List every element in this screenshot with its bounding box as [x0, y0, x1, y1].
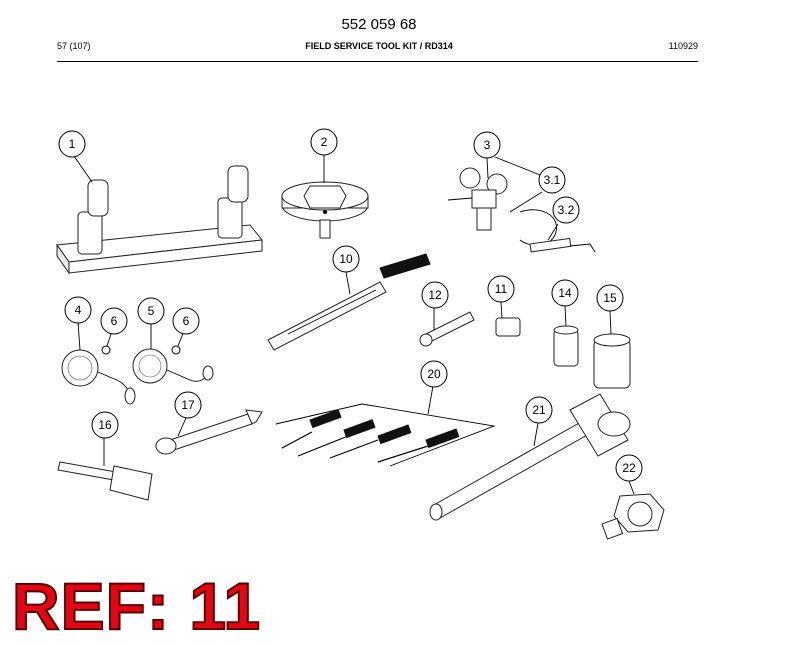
callout-20: 20 — [420, 360, 448, 388]
callout-5: 5 — [137, 297, 165, 325]
callout-14: 14 — [551, 279, 579, 307]
svg-text:21: 21 — [532, 403, 546, 417]
svg-text:1: 1 — [69, 137, 76, 151]
part-3-regulator — [447, 167, 596, 253]
callout-3-1: 3.1 — [538, 166, 566, 194]
part-2-hub — [281, 181, 369, 239]
part-1-fixture — [56, 165, 263, 275]
svg-text:2: 2 — [321, 135, 328, 149]
callout-2: 2 — [310, 128, 338, 156]
svg-text:12: 12 — [428, 288, 442, 302]
leader-3-1 — [509, 191, 543, 213]
part-11-adapter — [495, 317, 521, 337]
part-16-socket-extension — [57, 461, 153, 501]
callout-17: 17 — [174, 391, 202, 419]
svg-text:3.2: 3.2 — [558, 203, 575, 217]
callout-21: 21 — [525, 396, 553, 424]
leader-3-2 — [547, 223, 559, 241]
part-21-hammer — [429, 393, 631, 521]
part-6-o-ring-a — [101, 345, 111, 355]
part-10-tool — [267, 253, 431, 351]
date-code: 110929 — [668, 41, 698, 51]
callout-6-b: 6 — [172, 307, 200, 335]
part-17-wrench — [155, 409, 263, 455]
ref-stamp: REF: 11 — [11, 569, 262, 643]
part-4-gauge — [61, 349, 136, 405]
part-22-valve-tool — [601, 493, 665, 540]
svg-text:3: 3 — [484, 138, 491, 152]
leader-10 — [345, 271, 351, 295]
callout-6-a: 6 — [100, 307, 128, 335]
callout-3-2: 3.2 — [552, 196, 580, 224]
callout-11: 11 — [487, 275, 515, 303]
callout-12: 12 — [421, 281, 449, 309]
page-title: FIELD SERVICE TOOL KIT / RD314 — [305, 41, 453, 51]
svg-text:15: 15 — [603, 291, 617, 305]
callout-3: 3 — [473, 131, 501, 159]
svg-text:10: 10 — [339, 252, 353, 266]
svg-text:20: 20 — [427, 367, 441, 381]
svg-text:6: 6 — [111, 314, 118, 328]
callout-1: 1 — [58, 130, 86, 158]
svg-text:6: 6 — [183, 314, 190, 328]
part-14-socket — [553, 325, 579, 367]
part-15-socket — [593, 333, 631, 389]
page-number: 57 (107) — [57, 41, 91, 51]
header-rule — [57, 61, 698, 62]
part-5-gauge — [132, 348, 214, 384]
part-6-o-ring-b — [171, 345, 181, 355]
callout-4: 4 — [64, 296, 92, 324]
svg-text:16: 16 — [98, 418, 112, 432]
leader-3 — [494, 156, 541, 176]
svg-text:17: 17 — [181, 398, 195, 412]
svg-text:22: 22 — [622, 461, 636, 475]
svg-text:3.1: 3.1 — [544, 173, 561, 187]
svg-text:5: 5 — [148, 304, 155, 318]
svg-text:11: 11 — [495, 282, 508, 296]
callout-15: 15 — [596, 284, 624, 312]
callout-22: 22 — [615, 454, 643, 482]
part-20-picks — [275, 403, 496, 467]
callout-10: 10 — [332, 245, 360, 273]
svg-text:4: 4 — [75, 303, 82, 317]
document-number: 552 059 68 — [341, 16, 417, 33]
leader-1 — [73, 155, 93, 183]
part-12-extension — [419, 311, 475, 347]
svg-text:14: 14 — [558, 286, 572, 300]
callout-16: 16 — [91, 411, 119, 439]
